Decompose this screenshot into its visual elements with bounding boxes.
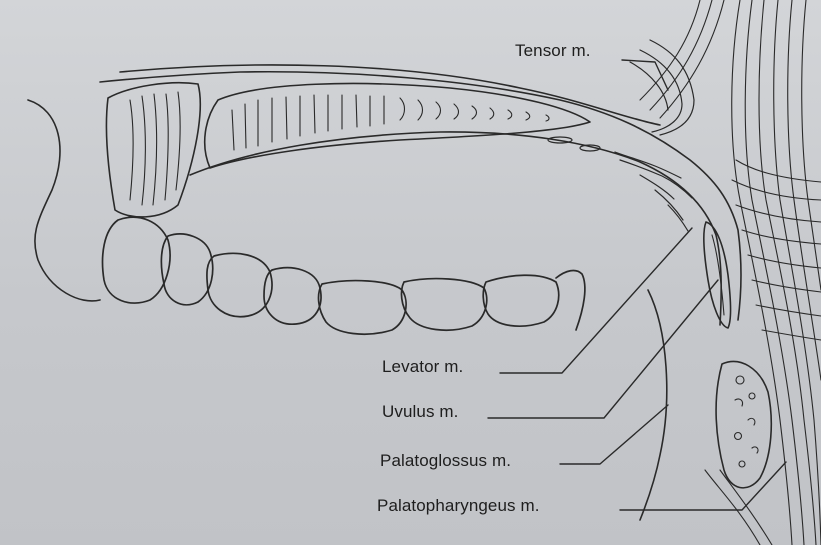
tooth: [319, 281, 407, 335]
label-tensor: Tensor m.: [515, 41, 591, 61]
label-palatopharyngeus: Palatopharyngeus m.: [377, 496, 540, 516]
palatoglossus-leader: [560, 405, 668, 464]
palate-upper-surface: [100, 72, 741, 320]
premaxilla-hatching: [130, 92, 180, 205]
palatopharyngeus-leader: [620, 462, 786, 510]
uvulus-leader: [488, 280, 718, 418]
levator-leader: [500, 228, 692, 373]
label-uvulus: Uvulus m.: [382, 402, 458, 422]
tensor-leader: [622, 60, 668, 90]
bone-trabeculae: [232, 95, 549, 150]
tooth: [264, 268, 321, 324]
label-palatoglossus: Palatoglossus m.: [380, 451, 511, 471]
gum-line-end: [556, 271, 585, 330]
face-outline: [28, 100, 100, 301]
tooth: [207, 253, 272, 316]
tooth: [483, 275, 558, 326]
soft-palate-muscle-fibers: [548, 137, 692, 231]
pharyngeal-muscle-fibers: [640, 0, 821, 545]
tooth: [402, 279, 487, 331]
label-levator: Levator m.: [382, 357, 463, 377]
maxilla-palatal-bone: [205, 84, 590, 168]
palatoglossal-arch: [640, 290, 667, 520]
teeth-row: [103, 217, 585, 334]
tooth: [103, 217, 170, 303]
tonsil-crypts: [735, 376, 759, 467]
